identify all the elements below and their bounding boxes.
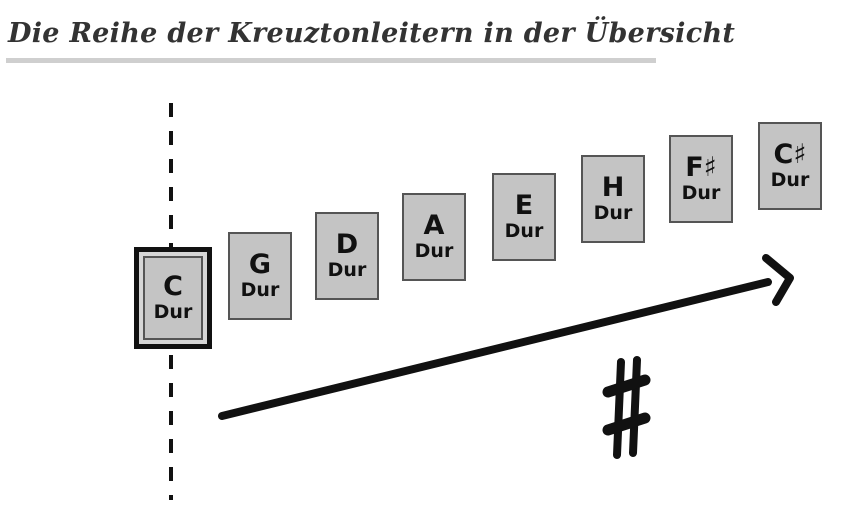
page-title: Die Reihe der Kreuztonleitern in der Übe… (8, 18, 736, 49)
key-mode: Dur (153, 301, 193, 323)
key-name: E (514, 190, 534, 221)
key-box-6: F♯Dur (669, 135, 733, 223)
key-mode: Dur (593, 202, 633, 224)
key-mode: Dur (770, 169, 810, 191)
arrow-shaft (218, 278, 772, 420)
sharp-icon (602, 356, 651, 459)
key-mode: Dur (414, 240, 454, 262)
key-mode: Dur (681, 182, 721, 204)
key-name: H (601, 172, 625, 203)
key-name: D (335, 229, 359, 260)
key-name: G (248, 249, 272, 280)
key-name: F♯ (685, 152, 717, 183)
key-mode: Dur (327, 259, 367, 281)
key-box-7: C♯Dur (758, 122, 822, 210)
arrow-right-up-icon (762, 254, 794, 306)
key-mode: Dur (504, 220, 544, 242)
key-name: A (423, 210, 445, 241)
key-mode: Dur (240, 279, 280, 301)
key-name: C (163, 271, 183, 302)
key-name: C♯ (773, 139, 807, 170)
title-underline (6, 58, 656, 63)
